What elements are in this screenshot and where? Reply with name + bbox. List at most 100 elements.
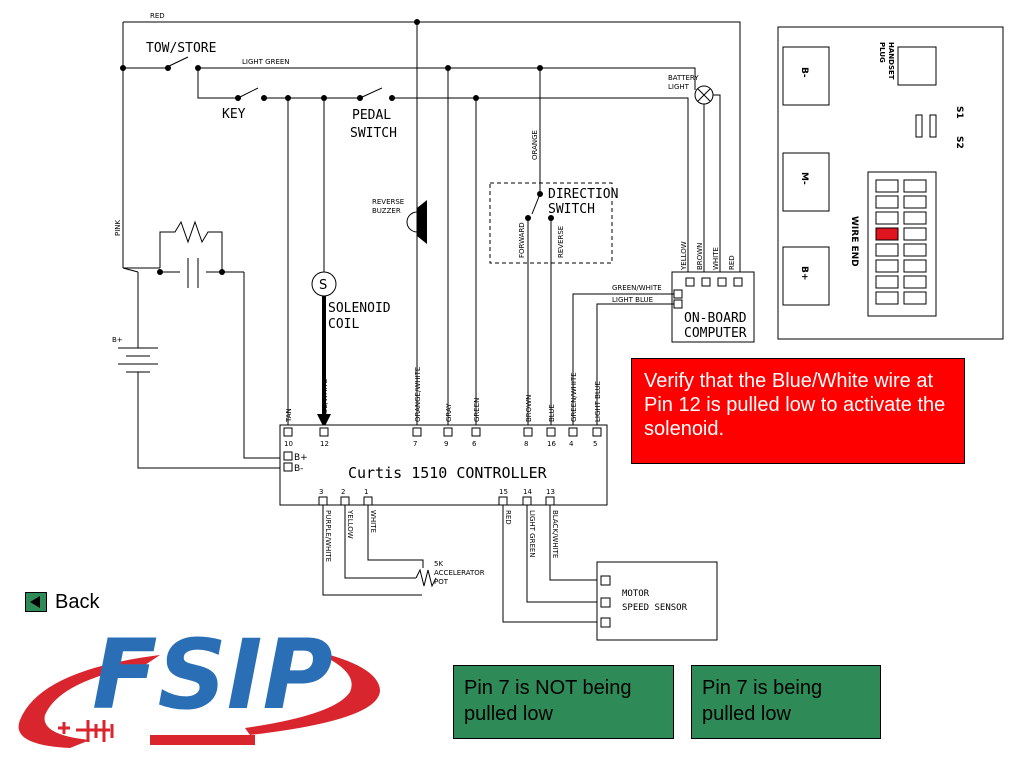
obc-white-label: WHITE [712, 247, 720, 270]
pin-wire-label: GREEN [473, 398, 481, 422]
pink-wire-label: PINK [114, 219, 122, 236]
controller-pin-16: 16 BLUE [546, 404, 556, 448]
pin-wire-label: RED [504, 510, 512, 525]
pot-accel-label: ACCELERATOR [434, 569, 485, 577]
battery-light-label-2: LIGHT [668, 83, 690, 91]
fsip-logo: FSIP [18, 619, 380, 748]
logo-text: FSIP [92, 619, 333, 731]
controller-bminus: B- [294, 464, 303, 474]
switch-label: SWITCH [350, 126, 397, 141]
wire-end-pin [875, 259, 899, 273]
connector-panel: B- M- B+ HANDSET PLUG S1 S2 WIRE END [777, 26, 1004, 340]
pin-wire-label: WHITE [369, 510, 377, 533]
light-blue-label: LIGHT BLUE [612, 296, 653, 304]
pin-number: 14 [523, 488, 532, 496]
pin-number: 3 [319, 488, 323, 496]
pin-number: 13 [546, 488, 555, 496]
wire-end-pin [875, 275, 899, 289]
solenoid-symbol: S [319, 278, 327, 293]
pin-number: 6 [472, 440, 477, 448]
wire-end-pin [903, 195, 927, 209]
pin-wire-label: LIGHT GREEN [528, 510, 536, 558]
onboard-label: ON-BOARD [684, 311, 747, 326]
obc-red-label: RED [728, 255, 736, 270]
pin-wire-label: YELLOW [346, 509, 354, 539]
speed-sensor-label: SPEED SENSOR [622, 603, 688, 613]
info-box: Verify that the Blue/White wire at Pin 1… [631, 358, 965, 464]
wire-end-pin [875, 195, 899, 209]
wire-end-pin [875, 243, 899, 257]
green-white-label: GREEN/WHITE [612, 284, 662, 292]
pin-wire-label: GRAY [445, 403, 453, 422]
computer-label: COMPUTER [684, 326, 747, 341]
info-text: Verify that the Blue/White wire at Pin 1… [644, 370, 946, 440]
back-arrow-icon [25, 592, 47, 612]
controller-pin-5: 5 LIGHT BLUE [592, 381, 602, 448]
battery-light-label: BATTERY [668, 74, 699, 82]
direction-switch-label: SWITCH [548, 202, 595, 217]
option-pulled-low-button[interactable]: Pin 7 is being pulled low [691, 665, 881, 739]
panel-m-minus: M- [799, 172, 809, 185]
pot-5k-label: 5K [434, 560, 443, 568]
pin-wire-label: BLUE/WHITE [321, 379, 329, 422]
pin-number: 2 [341, 488, 345, 496]
wire-end-pin-highlighted [875, 227, 899, 241]
pin-wire-label: BROWN [525, 395, 533, 422]
wire-end-pin [903, 243, 927, 257]
option-label: Pin 7 is being pulled low [702, 677, 823, 725]
pin-number: 5 [593, 440, 597, 448]
pin-wire-label: ORANGE/WHITE [414, 367, 422, 422]
controller-pin-12: 12 BLUE/WHITE [319, 379, 329, 448]
pin-wire-label: BLACK/WHITE [551, 510, 559, 558]
tow-store-label: TOW/STORE [146, 41, 216, 56]
pin-wire-label: LIGHT BLUE [594, 381, 602, 422]
wire-end-label: WIRE END [849, 216, 859, 267]
controller-top-pins: 10TAN12BLUE/WHITE7ORANGE/WHITE9GRAY6GREE… [283, 367, 602, 448]
coil-label: COIL [328, 317, 359, 332]
wire-end-connector [875, 179, 927, 305]
back-button[interactable]: Back [25, 590, 99, 614]
reverse-buzzer-label-2: BUZZER [372, 207, 401, 215]
motor-label: MOTOR [622, 589, 650, 599]
pin-wire-label: PURPLE/WHITE [324, 510, 332, 562]
pin-number: 8 [524, 440, 528, 448]
controller-pin-8: 8 BROWN [523, 395, 533, 448]
wire-end-pin [875, 179, 899, 193]
key-label: KEY [222, 107, 246, 122]
pin-number: 1 [364, 488, 368, 496]
controller-bplus: B+ [294, 453, 308, 463]
obc-brown-label: BROWN [696, 243, 704, 270]
wire-end-pin [903, 227, 927, 241]
pin-wire-label: TAN [285, 408, 293, 423]
plug-label: PLUG [878, 42, 886, 63]
orange-wire-label: ORANGE [531, 130, 539, 160]
pin-number: 16 [547, 440, 556, 448]
reverse-buzzer-label: REVERSE [372, 198, 404, 206]
pin-number: 4 [569, 440, 574, 448]
wire-end-pin [875, 211, 899, 225]
pin-number: 12 [320, 440, 329, 448]
controller-label: Curtis 1510 CONTROLLER [348, 464, 548, 482]
option-not-pulled-low-button[interactable]: Pin 7 is NOT being pulled low [453, 665, 674, 739]
obc-yellow-label: YELLOW [680, 241, 688, 271]
pot-label: POT [434, 578, 449, 586]
wire-end-pin [903, 275, 927, 289]
pin-wire-label: GREEN/WHITE [570, 372, 578, 422]
direction-label: DIRECTION [548, 187, 618, 202]
light-green-label: LIGHT GREEN [242, 58, 290, 66]
handset-label: HANDSET [887, 42, 895, 80]
pin-wire-label: BLUE [548, 404, 556, 422]
wire-end-pin [903, 259, 927, 273]
forward-label: FORWARD [518, 222, 526, 258]
red-wire-label: RED [150, 12, 165, 20]
wire-end-pin [875, 291, 899, 305]
panel-b-minus: B- [799, 67, 809, 78]
pin-number: 15 [499, 488, 508, 496]
reverse-label: REVERSE [557, 226, 565, 258]
battery-label: B+ [112, 336, 123, 344]
s1-label: S1 [954, 106, 964, 119]
